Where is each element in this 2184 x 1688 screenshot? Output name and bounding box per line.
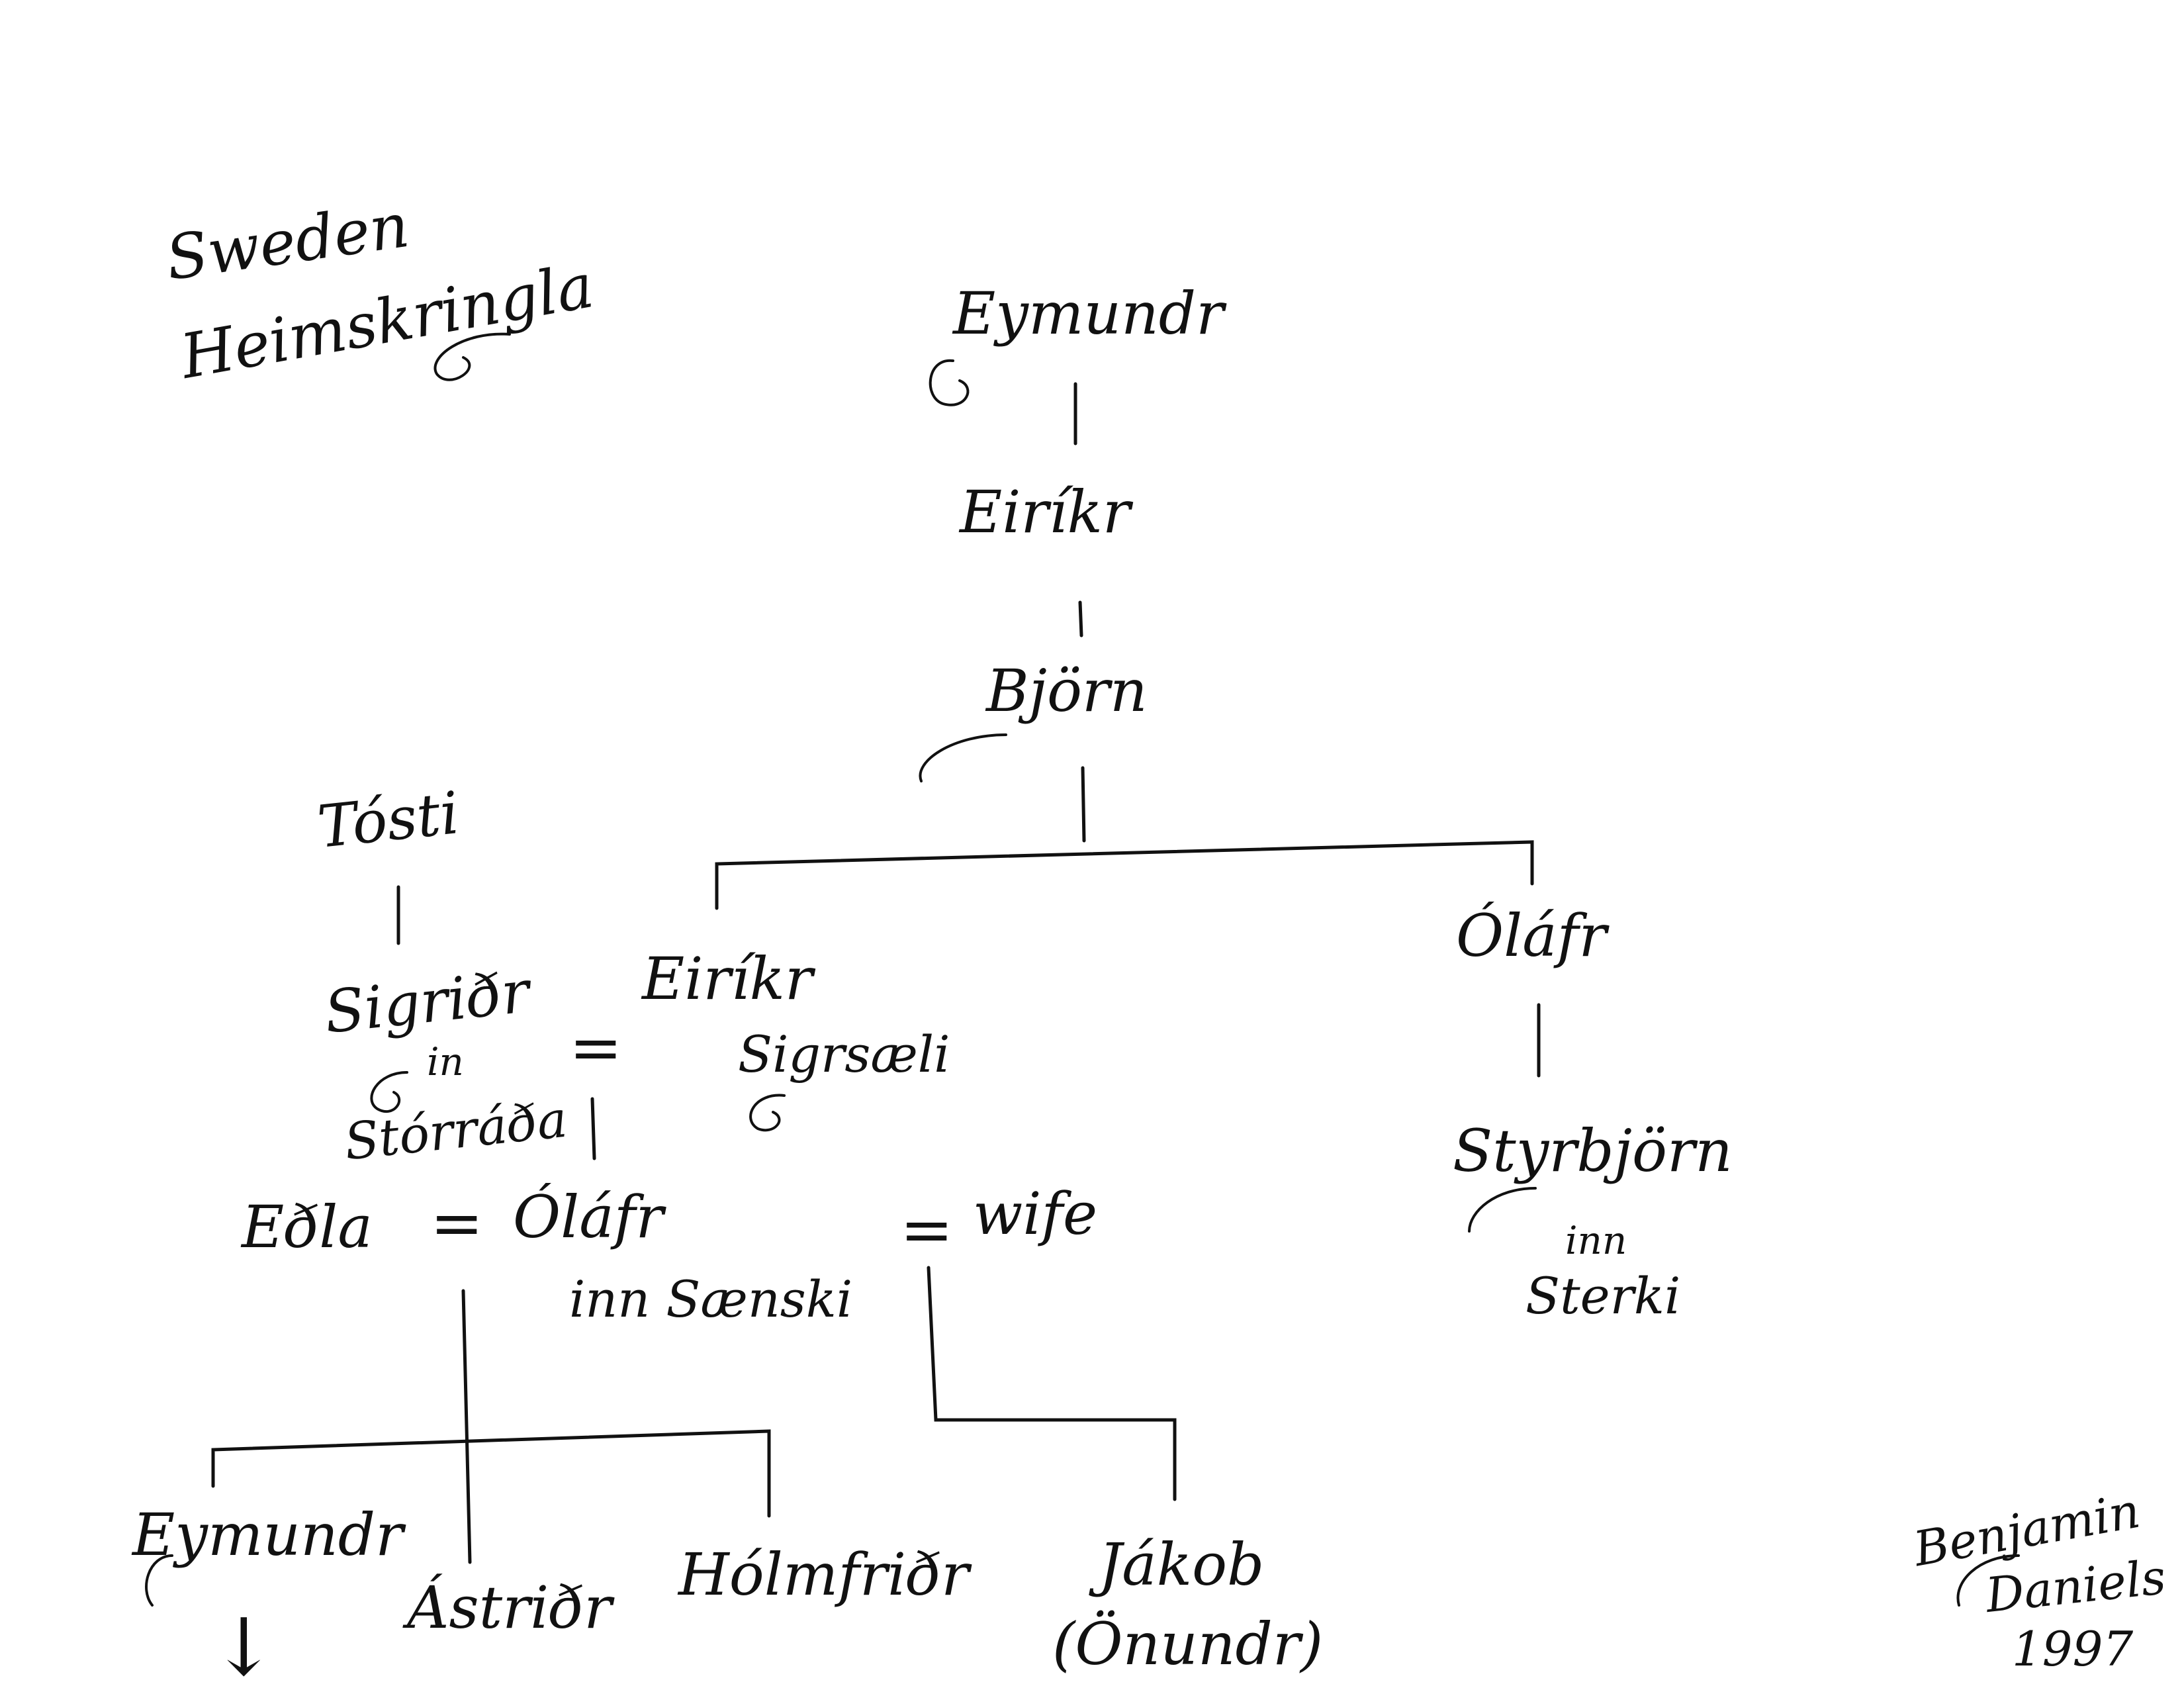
marriage-symbol-edla-olafr: =: [430, 1186, 484, 1260]
signature-year: 1997: [2012, 1621, 2134, 1677]
descent-line-wife-jakob: [927, 1266, 1177, 1501]
person-olafr-right: Óláfr: [1456, 902, 1607, 970]
person-olafr-saenski: Óláfr: [513, 1183, 664, 1251]
sibling-bar-bjorn-children: [715, 840, 1534, 910]
person-eymundr-top: Eymundr: [953, 279, 1224, 348]
person-jakob: Jákob: [1099, 1530, 1265, 1599]
descent-line-bjorn-children: [1081, 766, 1086, 843]
person-eymundr-bottom: Eymundr: [132, 1501, 404, 1569]
swash-eymundr-top: [929, 359, 970, 406]
person-onundr: (Önundr): [1052, 1610, 1324, 1678]
swash-sigrsaeli: [749, 1094, 786, 1132]
swash-sigridr: [370, 1071, 408, 1113]
marriage-symbol-olafr-wife: =: [900, 1193, 954, 1267]
swash-bjorn: [919, 733, 1007, 782]
person-styrbjorn-inn: inn: [1565, 1218, 1627, 1263]
person-olafr-saenski-epithet: inn Sænski: [569, 1270, 853, 1329]
person-eirikr-sigrsaeli-epithet: Sigrsæli: [738, 1025, 950, 1084]
descent-arrow: ↓: [210, 1602, 277, 1688]
person-eirikr-top: Eiríkr: [960, 478, 1130, 546]
person-wife: wife: [973, 1180, 1098, 1248]
person-bjorn: Björn: [986, 657, 1148, 725]
person-holmfridr: Hólmfriðr: [678, 1540, 970, 1609]
person-eirikr-sigrsaeli: Eiríkr: [642, 945, 813, 1013]
person-edla: Eðla: [242, 1193, 373, 1261]
person-styrbjorn: Styrbjörn: [1453, 1117, 1733, 1185]
person-sigridr-in: in: [427, 1039, 464, 1084]
person-astridr: Ástriðr: [407, 1573, 612, 1642]
descent-line-eirikr-bjorn: [1078, 600, 1083, 637]
sibling-bar-edla-children: [211, 1429, 771, 1518]
swash-heimskringla: [433, 332, 511, 381]
swash-styrbjorn: [1468, 1187, 1537, 1233]
swash-eymundr-bottom: [145, 1554, 173, 1607]
swash-signature: [1956, 1554, 2020, 1607]
marriage-symbol-sigridr-eirikr: =: [569, 1011, 623, 1085]
descent-line-edla-children: [461, 1289, 472, 1564]
person-styrbjorn-epithet: Sterki: [1525, 1266, 1681, 1325]
descent-line-to-olafr-saenski: [590, 1097, 596, 1160]
person-tosti: Tósti: [314, 778, 463, 861]
